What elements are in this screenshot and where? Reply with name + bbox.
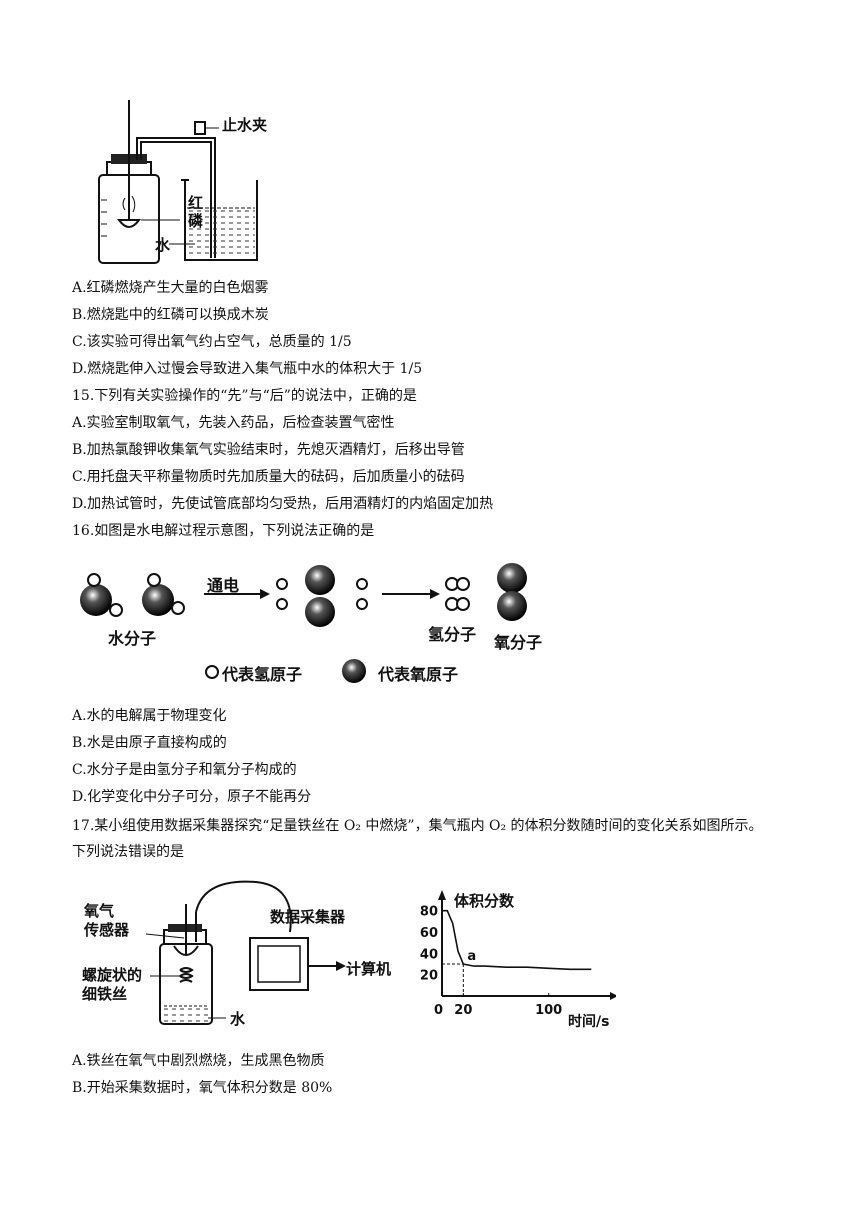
iron-wire-label: 螺旋状的 细铁丝	[82, 966, 143, 1003]
clamp-label: 止水夹	[222, 116, 268, 134]
q15-option-b: B.加热氯酸钾收集氧气实验结束时，先熄灭酒精灯，后移出导管	[72, 442, 465, 458]
y-axis-title: 体积分数	[454, 892, 515, 910]
q14-option-b: B.燃烧匙中的红磷可以换成木炭	[72, 307, 269, 323]
hydrogen-atom	[87, 573, 101, 587]
legend-hydrogen-icon	[205, 665, 219, 679]
y-axis-arrow	[438, 890, 446, 900]
hydrogen-atom	[147, 573, 161, 587]
x-tick-label: 0	[434, 1003, 443, 1018]
point-a-label: a	[467, 949, 476, 964]
q15-option-d: D.加热试管时，先使试管底部均匀受热，后用酒精灯的内焰固定加热	[72, 496, 494, 512]
y-tick-label: 20	[420, 969, 438, 984]
y-tick-label: 60	[420, 926, 438, 941]
y-tick-label: 40	[420, 947, 438, 962]
water-label-14: 水	[155, 236, 171, 254]
q15-option-c: C.用托盘天平称量物质时先加质量大的砝码，后加质量小的砝码	[72, 469, 465, 485]
oxygen-molecule-label: 氧分子	[494, 633, 543, 652]
y-tick-label: 80	[420, 905, 438, 920]
q16-option-a: A.水的电解属于物理变化	[72, 708, 227, 724]
computer-label: 计算机	[346, 960, 392, 978]
legend-oxygen-icon	[342, 659, 366, 683]
x-axis-title: 时间/s	[568, 1013, 609, 1030]
phosphorus-apparatus-figure	[98, 100, 258, 264]
q14-option-a: A.红磷燃烧产生大量的白色烟雾	[72, 280, 269, 296]
phosphorus-label: 红 磷	[188, 194, 204, 230]
q16-option-d: D.化学变化中分子可分，原子不能再分	[72, 789, 312, 805]
x-tick-label: 100	[535, 1003, 562, 1018]
q17-option-a: A.铁丝在氧气中剧烈燃烧，生成黑色物质	[72, 1053, 325, 1069]
water-molecule-label: 水分子	[108, 629, 157, 648]
electrolysis-diagram	[80, 563, 527, 683]
q16-stem: 16.如图是水电解过程示意图，下列说法正确的是	[72, 523, 375, 539]
hydrogen-molecule-label: 氢分子	[428, 625, 477, 644]
series-line	[442, 909, 592, 971]
hydrogen-atom	[171, 601, 185, 615]
oxygen-atom	[142, 584, 174, 616]
q16-option-b: B.水是由原子直接构成的	[72, 735, 227, 751]
q14-option-d: D.燃烧匙伸入过慢会导致进入集气瓶中水的体积大于 1/5	[72, 361, 423, 377]
x-axis-arrow	[610, 992, 616, 1000]
legend-oxygen-label: 代表氧原子	[378, 665, 459, 684]
q17-option-b: B.开始采集数据时，氧气体积分数是 80%	[72, 1080, 333, 1096]
q16-option-c: C.水分子是由氢分子和氧分子构成的	[72, 762, 297, 778]
q14-option-c: C.该实验可得出氧气约占空气，总质量的 1/5	[72, 334, 352, 350]
iron-wire-apparatus-figure	[145, 880, 346, 1025]
electrify-label: 通电	[207, 576, 240, 595]
hydrogen-atom	[109, 603, 123, 617]
q17-stem-line2: 下列说法错误的是	[72, 844, 184, 860]
oxygen-atom	[80, 584, 112, 616]
oxygen-sensor-label: 氧气 传感器	[84, 902, 130, 939]
q15-stem: 15.下列有关实验操作的“先”与“后”的说法中，正确的是	[72, 388, 417, 404]
data-collector-label: 数据采集器	[270, 908, 346, 926]
q17-stem-line1: 17.某小组使用数据采集器探究“足量铁丝在 O₂ 中燃烧”，集气瓶内 O₂ 的体…	[72, 818, 763, 834]
q15-option-a: A.实验室制取氧气，先装入药品，后检查装置气密性	[72, 415, 395, 431]
water-label-17: 水	[230, 1010, 246, 1028]
legend-hydrogen-label: 代表氢原子	[222, 665, 303, 684]
x-tick-label: 20	[454, 1003, 472, 1018]
